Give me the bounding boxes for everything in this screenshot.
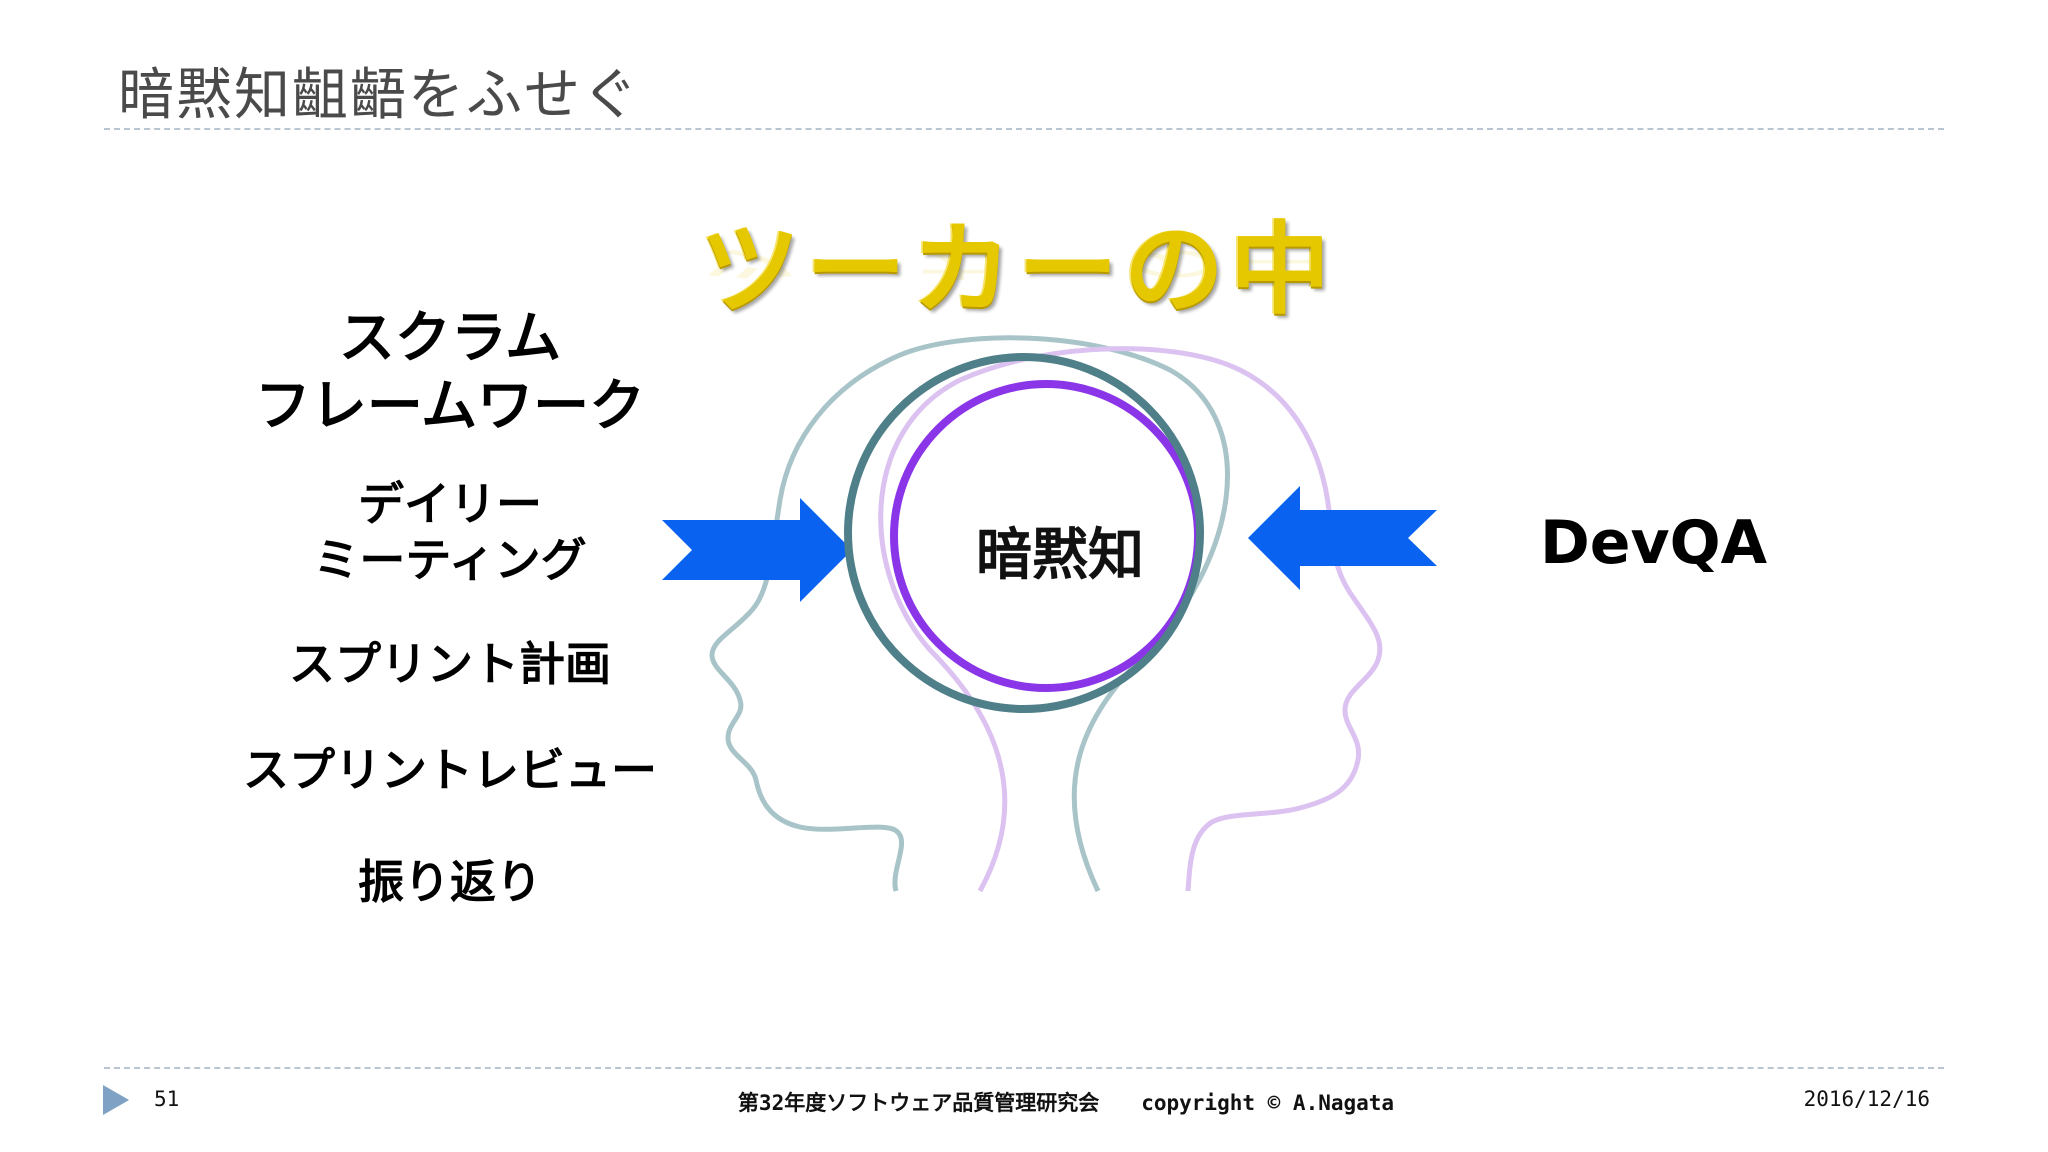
title-divider [104,128,1944,130]
practice-scrum-framework: スクラム フレームワーク [230,305,670,442]
arrow-left [662,498,852,602]
arrow-right [1248,486,1437,590]
head-silhouette-right [878,346,1383,893]
practice-list: スクラム フレームワーク デイリー ミーティング スプリント計画 スプリントレビ… [230,305,670,910]
practice-daily-meeting: デイリー ミーティング [230,476,670,588]
practice-line: スプリントレビュー [243,742,657,797]
right-label: DevQA [1540,508,1768,578]
footer-divider [104,1067,1944,1069]
center-label: 暗黙知 [976,523,1144,588]
play-triangle-icon [103,1085,129,1115]
practice-line: ミーティング [313,532,587,587]
heading-3d-text: ツーカーの中 [700,211,1336,328]
practice-retrospective: 振り返り [230,854,670,910]
practice-line: 振り返り [358,855,542,910]
practice-line: スクラム [338,306,562,371]
footer-organization: 第32年度ソフトウェア品質管理研究会 copyright © A.Nagata [737,1091,1395,1115]
practice-line: スプリント計画 [289,636,611,691]
circle-teal [844,353,1204,713]
footer-date: 2016/12/16 [1803,1087,1930,1111]
page-number: 51 [154,1087,180,1111]
slide-title: 暗黙知齟齬をふせぐ [118,63,640,128]
practice-sprint-review: スプリントレビュー [230,742,670,798]
practice-line: デイリー [358,476,542,531]
practice-sprint-planning: スプリント計画 [230,636,670,692]
practice-line: フレームワーク [254,374,646,440]
